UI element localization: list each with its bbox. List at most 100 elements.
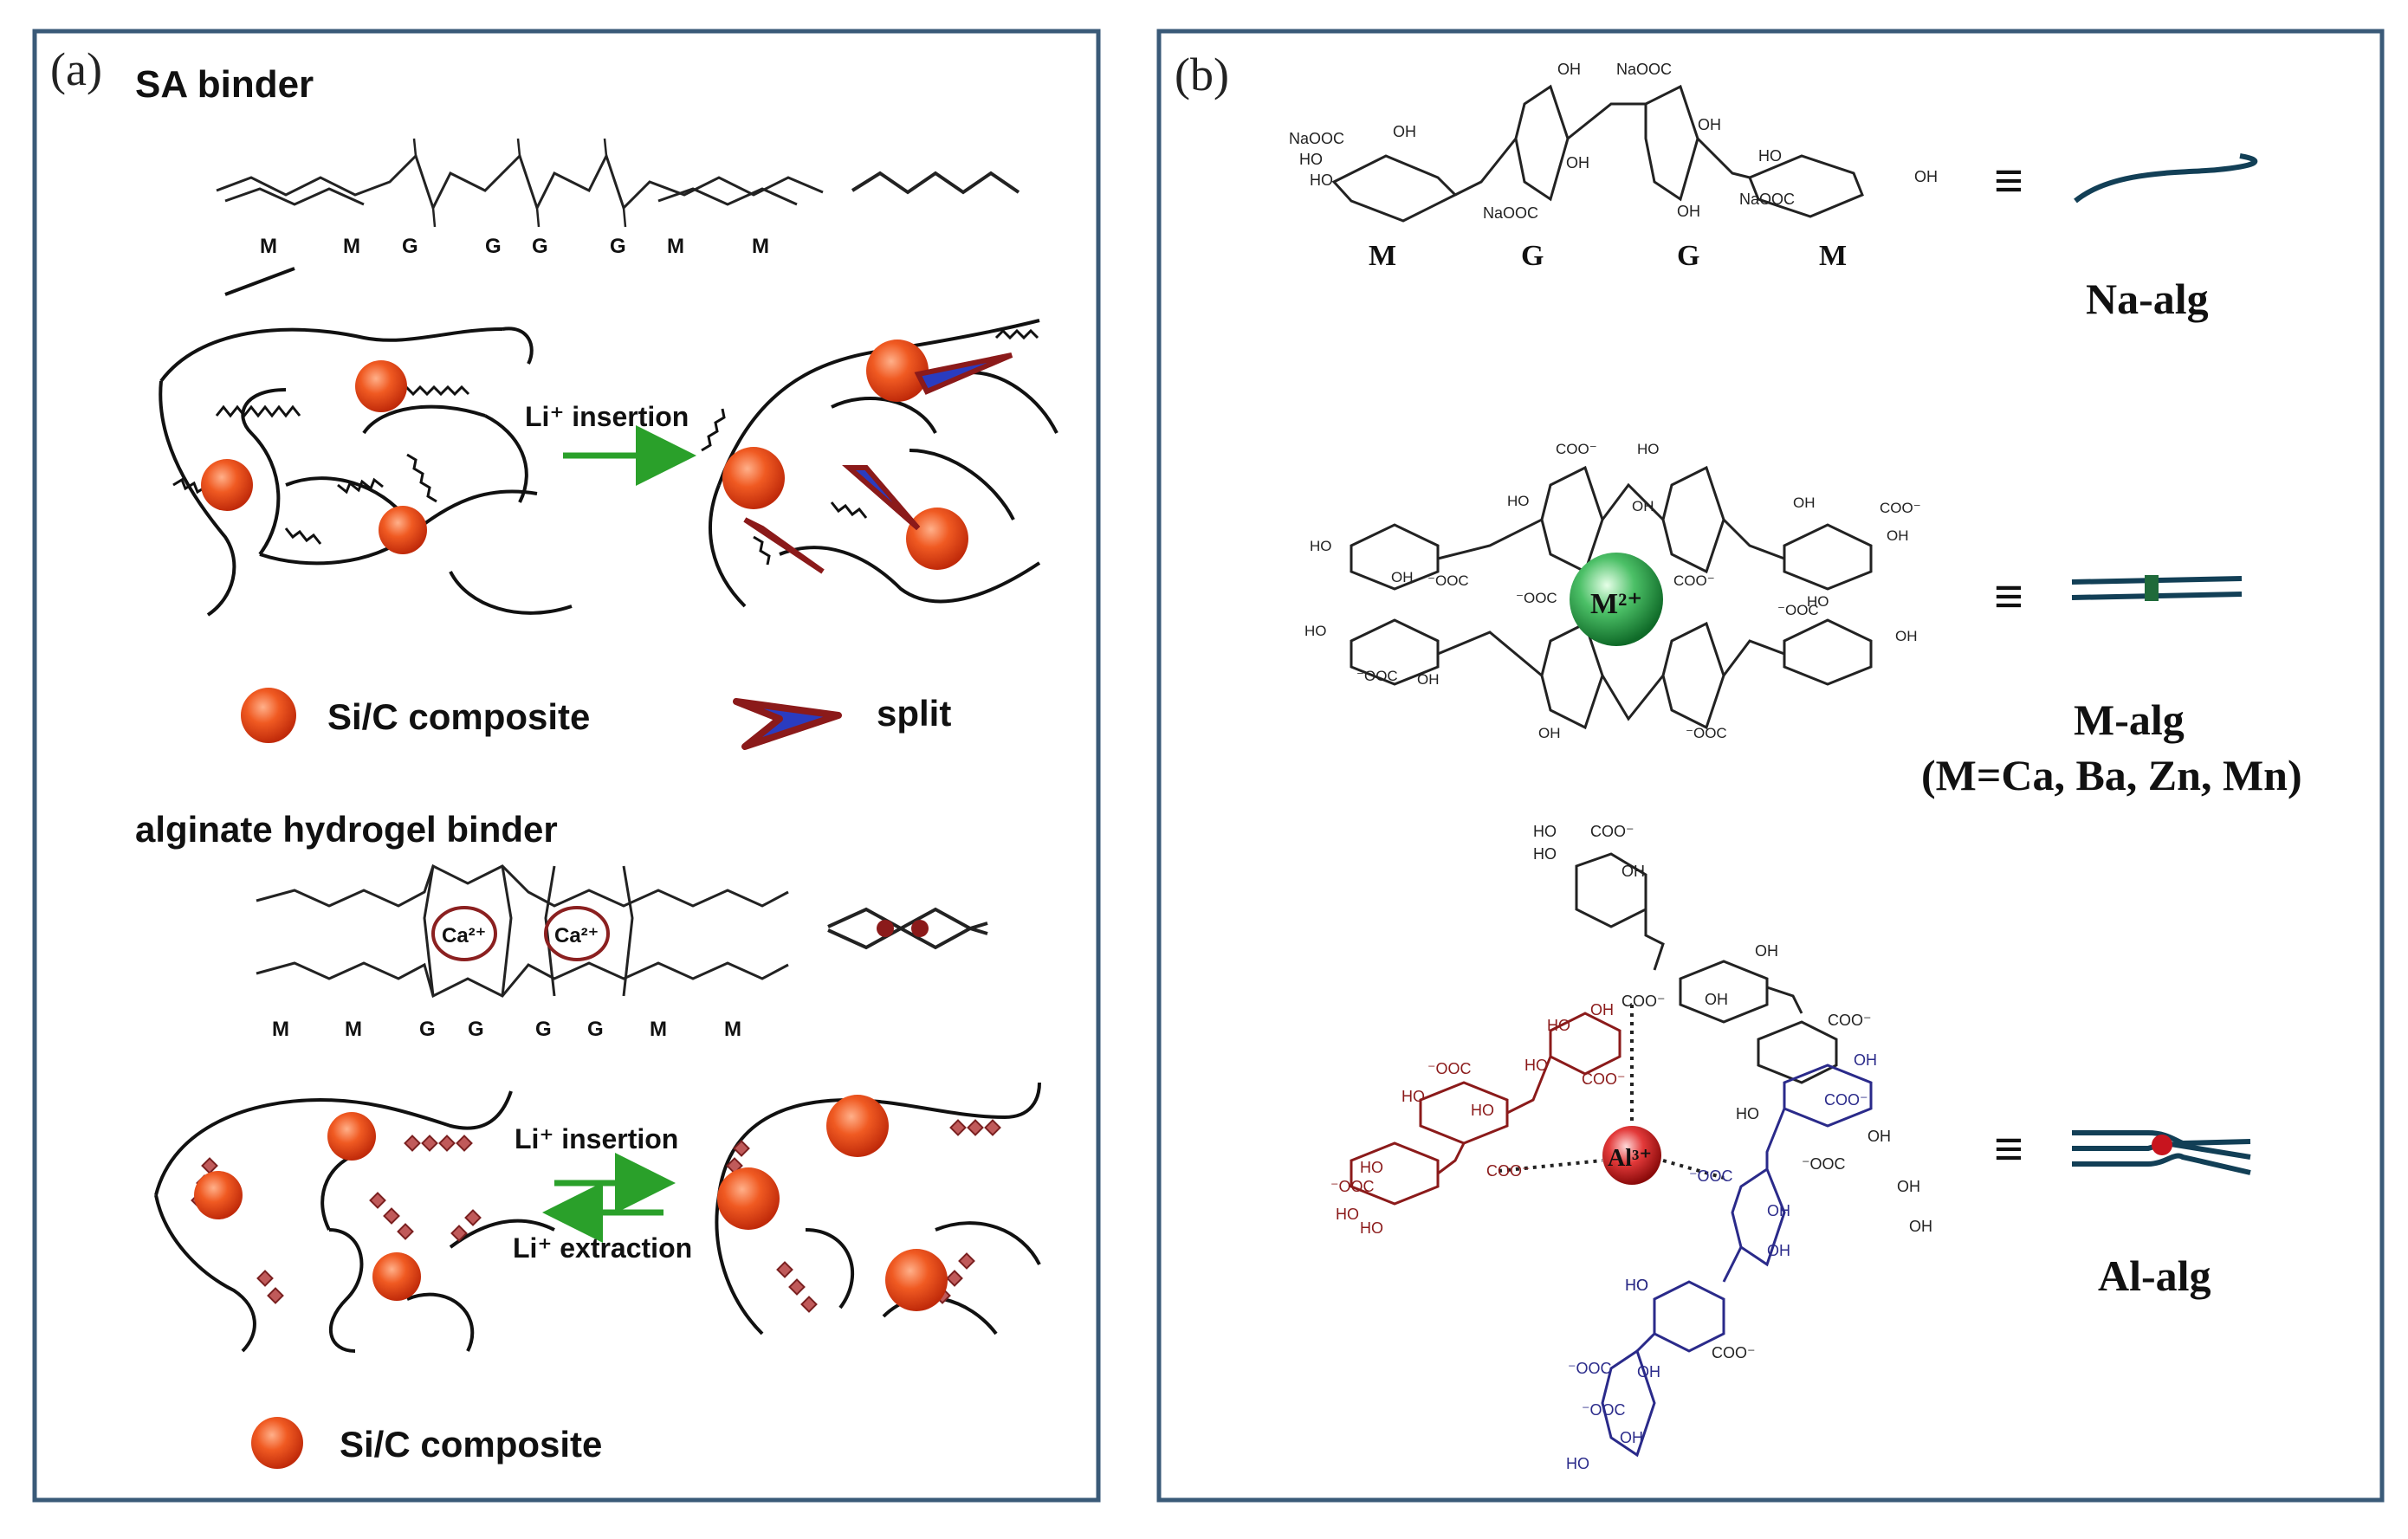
particle xyxy=(194,1171,243,1219)
svg-text:OH: OH xyxy=(1887,527,1909,544)
particle xyxy=(372,1252,421,1301)
svg-text:OH: OH xyxy=(1793,495,1816,511)
al-ion-label: Al³⁺ xyxy=(1608,1145,1652,1172)
particle xyxy=(885,1249,948,1311)
svg-text:COO⁻: COO⁻ xyxy=(1673,572,1715,589)
svg-text:M: M xyxy=(260,235,277,258)
svg-text:OH: OH xyxy=(1909,1218,1932,1235)
svg-text:G: G xyxy=(610,235,626,258)
particle xyxy=(355,360,407,412)
svg-text:OH: OH xyxy=(1698,116,1721,133)
svg-text:G: G xyxy=(485,235,502,258)
al-alg-crosslink-dot xyxy=(2152,1135,2172,1155)
na-alg-chain-icon xyxy=(2074,153,2258,204)
svg-text:OH: OH xyxy=(1557,61,1581,78)
svg-text:HO: HO xyxy=(1360,1159,1383,1176)
svg-text:HO: HO xyxy=(1310,538,1332,554)
al-alg-groups-red: HO OH HO COO⁻ ⁻OOC HO HO COO⁻ HO ⁻OOC HO… xyxy=(1330,1001,1626,1237)
sa-zigzag-symbol xyxy=(851,171,1020,195)
svg-text:⁻OOC: ⁻OOC xyxy=(1427,572,1469,589)
svg-text:M: M xyxy=(272,1018,289,1041)
legend-sic-label-2: Si/C composite xyxy=(340,1424,602,1465)
panel-b-frame xyxy=(1156,29,2385,1503)
al-alg-blue-chain xyxy=(1601,1064,1873,1458)
svg-text:NaOOC: NaOOC xyxy=(1289,130,1344,147)
equiv-symbol: ≡ xyxy=(1994,152,2023,209)
svg-text:M: M xyxy=(650,1018,667,1041)
particle xyxy=(717,1167,780,1230)
svg-text:COO⁻: COO⁻ xyxy=(1828,1012,1872,1029)
svg-text:OH: OH xyxy=(1620,1429,1643,1446)
al-alg-red-chain xyxy=(1350,1012,1622,1206)
svg-text:OH: OH xyxy=(1867,1128,1891,1145)
svg-text:HO: HO xyxy=(1299,151,1323,168)
svg-text:HO: HO xyxy=(1533,845,1557,863)
hydrogel-symbol xyxy=(827,907,988,950)
al-ion-sphere xyxy=(1602,1126,1661,1185)
svg-text:HO: HO xyxy=(1625,1277,1648,1294)
svg-text:HO: HO xyxy=(1807,593,1829,610)
svg-text:OH: OH xyxy=(1767,1242,1790,1259)
svg-text:COO⁻: COO⁻ xyxy=(1622,993,1666,1010)
svg-text:⁻OOC: ⁻OOC xyxy=(1356,668,1398,684)
particle xyxy=(866,339,929,402)
svg-text:G: G xyxy=(419,1018,436,1041)
svg-text:HO: HO xyxy=(1304,623,1327,639)
svg-text:HO: HO xyxy=(1401,1088,1425,1105)
svg-text:HO: HO xyxy=(1524,1057,1548,1074)
svg-text:M: M xyxy=(1369,240,1396,272)
m-alg-label: M-alg xyxy=(2074,695,2185,744)
hydrogel-title: alginate hydrogel binder xyxy=(135,809,558,850)
svg-text:G: G xyxy=(535,1018,552,1041)
al-alg-black-chain xyxy=(1575,852,1838,1084)
li-insertion-label-1: Li⁺ insertion xyxy=(525,401,689,432)
legend-split-icon xyxy=(733,698,842,750)
svg-text:HO: HO xyxy=(1507,493,1530,509)
sa-binder-chain xyxy=(216,138,824,228)
svg-text:G: G xyxy=(532,235,548,258)
svg-text:COO⁻: COO⁻ xyxy=(1556,441,1597,457)
sa-chain-units: M M G G G G M M xyxy=(260,235,769,258)
svg-text:COO⁻: COO⁻ xyxy=(1590,823,1634,840)
svg-text:COO⁻: COO⁻ xyxy=(1712,1344,1756,1361)
svg-text:⁻OOC: ⁻OOC xyxy=(1330,1178,1375,1195)
svg-text:COO⁻: COO⁻ xyxy=(1824,1091,1868,1109)
svg-text:HO: HO xyxy=(1360,1219,1383,1237)
svg-text:HO: HO xyxy=(1625,1277,1648,1294)
svg-text:⁻OOC: ⁻OOC xyxy=(1777,602,1819,618)
panel-b-label: (b) xyxy=(1175,48,1229,100)
sa-binder-title: SA binder xyxy=(135,63,314,106)
svg-text:⁻OOC: ⁻OOC xyxy=(1582,1401,1626,1419)
crosslink-beads-after xyxy=(726,1119,1001,1313)
sa-network-after-springs xyxy=(701,328,1039,566)
li-extraction-label: Li⁺ extraction xyxy=(513,1232,692,1264)
legend-sic-label: Si/C composite xyxy=(327,696,590,737)
svg-text:HO: HO xyxy=(1637,441,1660,457)
crosslink-beads-before xyxy=(191,1135,482,1304)
svg-text:NaOOC: NaOOC xyxy=(1616,61,1672,78)
svg-text:OH: OH xyxy=(1705,991,1728,1008)
m-ion-sphere xyxy=(1570,553,1663,646)
svg-text:G: G xyxy=(402,235,418,258)
svg-text:OH: OH xyxy=(1538,725,1561,741)
particle xyxy=(722,447,785,509)
svg-text:HO: HO xyxy=(1310,171,1333,189)
svg-text:HO: HO xyxy=(1758,147,1782,165)
svg-text:OH: OH xyxy=(1393,123,1416,140)
svg-text:OH: OH xyxy=(1854,1051,1877,1069)
svg-text:COO⁻: COO⁻ xyxy=(1582,1070,1626,1088)
svg-text:OH: OH xyxy=(1391,569,1414,585)
svg-text:OH: OH xyxy=(1755,942,1778,960)
ca-ring xyxy=(431,906,497,961)
particle xyxy=(327,1112,376,1161)
svg-text:M: M xyxy=(752,235,769,258)
svg-text:G: G xyxy=(1521,240,1544,272)
na-alg-structure xyxy=(1331,84,1864,223)
svg-text:G: G xyxy=(1677,240,1699,272)
na-alg-label: Na-alg xyxy=(2086,275,2209,323)
hydrogel-chain-units: M M G G G G M M xyxy=(272,1018,741,1041)
legend-split-label: split xyxy=(877,693,951,734)
hydrogel-chains xyxy=(256,863,789,999)
svg-text:NaOOC: NaOOC xyxy=(1483,204,1538,222)
particle xyxy=(201,459,253,511)
